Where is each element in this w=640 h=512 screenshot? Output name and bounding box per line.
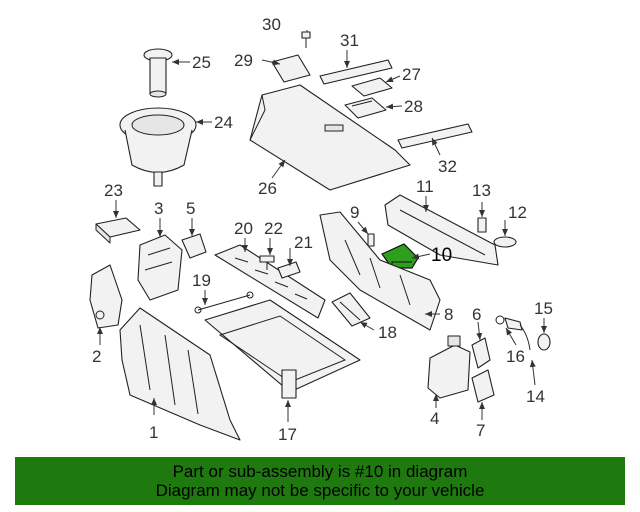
part-24-spare-wheel-well[interactable] [119, 107, 197, 187]
callout-labels: 1 2 3 4 5 6 7 8 9 10 11 12 13 14 15 16 1… [92, 15, 553, 444]
callout-5: 5 [186, 199, 195, 218]
callout-4: 4 [430, 409, 439, 428]
part-3-bracket[interactable] [137, 234, 183, 301]
callout-22: 22 [264, 219, 283, 238]
callout-21: 21 [294, 233, 313, 252]
part-31-strip[interactable] [319, 59, 393, 85]
callout-25: 25 [192, 53, 211, 72]
callout-18: 18 [378, 323, 397, 342]
part-15-ring[interactable] [537, 333, 551, 351]
banner-line-1: Part or sub-assembly is #10 in diagram [172, 462, 468, 481]
part-25-jack-post[interactable] [143, 48, 173, 98]
callout-28: 28 [404, 97, 423, 116]
part-26-load-floor[interactable] [249, 84, 411, 191]
part-23-pad[interactable] [95, 217, 141, 244]
part-6-bracket[interactable] [471, 337, 491, 369]
part-21-clip[interactable] [277, 261, 301, 279]
callout-9: 9 [350, 203, 359, 222]
callout-19: 19 [192, 271, 211, 290]
part-29-cover[interactable] [271, 54, 311, 83]
callout-14: 14 [526, 387, 545, 406]
part-9-clip[interactable] [367, 233, 375, 247]
part-1-rear-panel[interactable] [119, 307, 241, 441]
part-18-pocket[interactable] [331, 292, 371, 327]
callout-31: 31 [340, 31, 359, 50]
part-11-crossmember[interactable] [384, 194, 499, 266]
part-27-box[interactable] [351, 77, 393, 97]
part-30-screw[interactable] [301, 31, 311, 48]
callout-30: 30 [262, 15, 281, 34]
callout-12: 12 [508, 203, 527, 222]
part-8-side-panel[interactable] [319, 211, 441, 331]
callout-20: 20 [234, 219, 253, 238]
part-5-bracket[interactable] [181, 233, 207, 259]
callout-11: 11 [416, 177, 434, 196]
part-13-bolt[interactable] [477, 217, 487, 233]
callout-17: 17 [278, 425, 297, 444]
part-7-bracket[interactable] [471, 369, 495, 403]
part-4-reservoir[interactable] [427, 335, 471, 399]
callout-32: 32 [438, 157, 457, 176]
callout-15: 15 [534, 299, 553, 318]
callout-13: 13 [472, 181, 491, 200]
part-22-clip[interactable] [259, 255, 275, 270]
callout-2: 2 [92, 347, 101, 366]
part-28-box[interactable] [344, 97, 387, 119]
info-banner: Part or sub-assembly is #10 in diagram D… [15, 457, 625, 505]
part-2-side-trim[interactable] [89, 264, 123, 329]
part-19-strut[interactable] [194, 291, 254, 314]
callout-29: 29 [234, 51, 253, 70]
callout-1: 1 [149, 423, 158, 442]
callout-6: 6 [472, 305, 481, 324]
leader-lines [97, 30, 547, 422]
callout-7: 7 [476, 421, 485, 440]
part-32-strip[interactable] [397, 123, 473, 149]
parts-diagram: 1 2 3 4 5 6 7 8 9 10 11 12 13 14 15 16 1… [89, 15, 553, 444]
callout-3: 3 [154, 199, 163, 218]
callout-10: 10 [431, 245, 452, 266]
banner-line-2: Diagram may not be specific to your vehi… [155, 481, 485, 500]
part-20-rail[interactable] [214, 244, 326, 319]
callout-26: 26 [258, 179, 277, 198]
part-12-cap[interactable] [493, 236, 517, 248]
callout-8: 8 [444, 305, 453, 324]
callout-16: 16 [506, 347, 525, 366]
part-16-latch[interactable] [495, 315, 531, 351]
callout-23: 23 [104, 181, 123, 200]
part-17-floor-tray[interactable] [204, 299, 361, 399]
callout-27: 27 [402, 65, 421, 84]
callout-24: 24 [214, 113, 233, 132]
